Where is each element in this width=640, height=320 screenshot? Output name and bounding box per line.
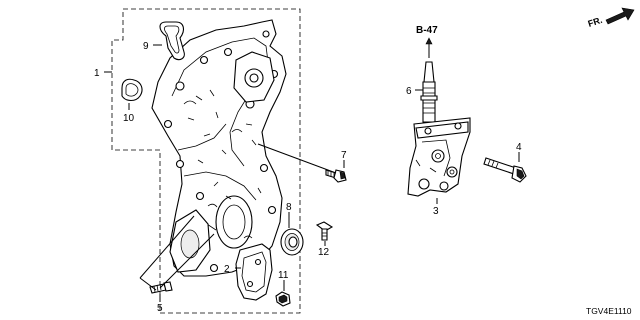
mounting-bracket-part-3[interactable] [407,117,471,197]
callout-11[interactable]: 11 [278,270,289,281]
callout-3[interactable]: 3 [433,206,439,217]
leader-lines [104,44,520,302]
callout-10[interactable]: 10 [123,113,135,124]
callout-6[interactable]: 6 [406,86,412,97]
reference-b47[interactable]: B-47 [416,25,438,58]
bolt-part-7[interactable] [325,169,347,183]
callout-8[interactable]: 8 [286,202,292,213]
front-arrow-icon [605,7,635,25]
assembly-frame [111,8,301,314]
callout-1[interactable]: 1 [94,68,100,79]
reference-label[interactable]: B-47 [416,25,438,36]
callout-4[interactable]: 4 [516,142,522,153]
cover-part-2[interactable] [235,243,273,301]
front-direction-label: FR. [587,15,604,29]
callout-7[interactable]: 7 [341,150,347,161]
stud-bolt-part-6[interactable] [420,61,438,123]
gasket-part-9[interactable] [159,21,185,61]
o-ring-part-10[interactable] [121,78,143,102]
bolt-part-11[interactable] [275,291,291,307]
bolt-part-4[interactable] [483,157,527,183]
callout-numbers: 1 2 3 4 5 6 7 8 9 10 11 12 [94,41,522,314]
diagram-code: TGV4E1110 [586,306,632,316]
callout-12[interactable]: 12 [318,247,330,258]
chain-case-part[interactable] [151,19,287,277]
bolt-part-12[interactable] [315,221,334,241]
callout-2[interactable]: 2 [224,264,230,275]
oil-seal-part-8[interactable] [280,228,304,256]
callout-5[interactable]: 5 [157,303,163,314]
callout-9[interactable]: 9 [143,41,149,52]
front-direction-indicator: FR. [587,7,635,29]
